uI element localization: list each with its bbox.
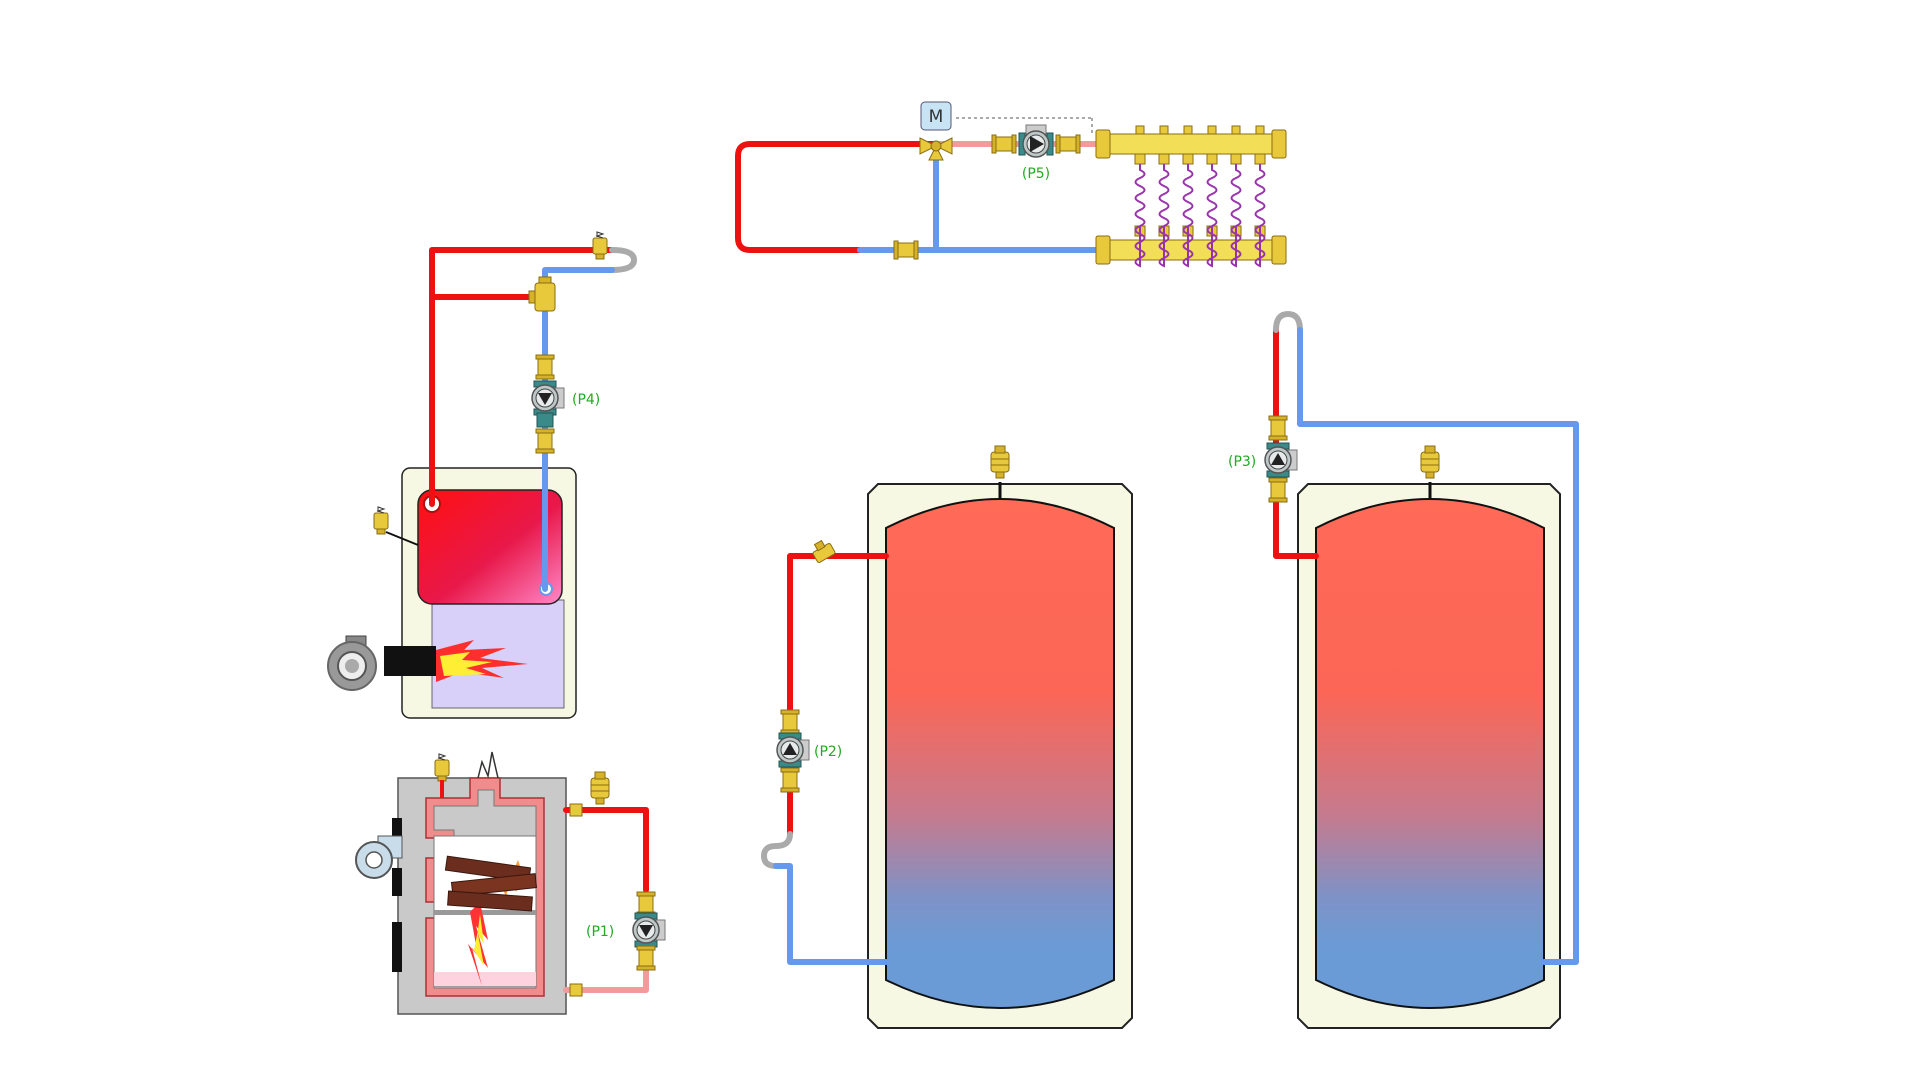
loop-fitting xyxy=(1158,153,1170,165)
valve-icon xyxy=(636,891,656,917)
floor-loop-3 xyxy=(1182,164,1194,268)
loop-fitting xyxy=(1230,153,1242,165)
manifold-cap xyxy=(1135,125,1145,135)
air-vent-icon xyxy=(990,445,1010,479)
valve-icon xyxy=(780,709,800,735)
valve-icon xyxy=(1055,134,1081,154)
fitting xyxy=(569,803,583,817)
tank-2-piping xyxy=(1273,311,1579,965)
pump-label-p2: (P2) xyxy=(814,744,842,760)
floor-loop-5 xyxy=(1230,164,1242,268)
valve-icon xyxy=(780,767,800,793)
radiant-loop-piping xyxy=(735,141,1107,253)
wood-boiler xyxy=(355,751,567,1015)
air-vent-icon xyxy=(1420,445,1440,479)
fitting xyxy=(569,983,583,997)
valve-icon xyxy=(535,354,555,380)
floor-loop-6 xyxy=(1254,164,1266,268)
valve-icon xyxy=(1268,477,1288,503)
mixing-valve-icon xyxy=(528,276,556,312)
storage-tank-1 xyxy=(867,445,1133,1029)
floor-loop-1 xyxy=(1134,164,1146,268)
relief-valve-icon xyxy=(373,506,389,535)
pump-arrow xyxy=(1030,136,1044,152)
manifold-cap xyxy=(1255,125,1265,135)
return-manifold xyxy=(1095,235,1287,265)
pump-icon xyxy=(776,732,810,768)
valve-icon xyxy=(893,240,919,260)
pump-label-p1: (P1) xyxy=(586,924,614,940)
floor-loop-2 xyxy=(1158,164,1170,268)
pump-icon xyxy=(632,912,666,948)
loop-fitting xyxy=(1134,153,1146,165)
pump-label-p5: (P5) xyxy=(1022,166,1050,182)
motor-actuator-icon: M xyxy=(920,101,952,131)
air-vent-icon xyxy=(590,771,610,805)
relief-valve-icon xyxy=(592,231,608,260)
pump-icon xyxy=(531,380,565,416)
loop-fitting xyxy=(1254,153,1266,165)
floor-heating-loops xyxy=(1134,125,1266,268)
relief-valve-icon xyxy=(434,753,450,782)
manifold-cap xyxy=(1207,125,1217,135)
loop-fitting xyxy=(1182,153,1194,165)
valve-icon xyxy=(1268,415,1288,441)
check-valve-icon xyxy=(536,412,554,428)
check-valve-icon xyxy=(812,539,836,563)
valve-icon xyxy=(636,945,656,971)
wood-boiler-piping xyxy=(563,807,649,993)
manifold-cap xyxy=(1231,125,1241,135)
fire-icon xyxy=(436,640,528,682)
storage-tank-2 xyxy=(1297,445,1561,1029)
manifold-cap xyxy=(1159,125,1169,135)
mixing-valve-icon xyxy=(919,137,953,161)
valve-icon xyxy=(991,134,1017,154)
valve-icon xyxy=(535,428,555,454)
pump-label-p4: (P4) xyxy=(572,392,600,408)
pump-icon xyxy=(1264,442,1298,478)
blower-icon xyxy=(355,835,403,879)
firewood xyxy=(444,855,538,912)
floor-loop-4 xyxy=(1206,164,1218,268)
loop-fitting xyxy=(1206,153,1218,165)
oil-boiler xyxy=(327,467,577,719)
manifold-cap xyxy=(1183,125,1193,135)
motor-label: M xyxy=(929,107,944,127)
pump-label-p3: (P3) xyxy=(1228,454,1256,470)
boiler-piping xyxy=(429,247,637,592)
burner-icon xyxy=(327,635,436,691)
